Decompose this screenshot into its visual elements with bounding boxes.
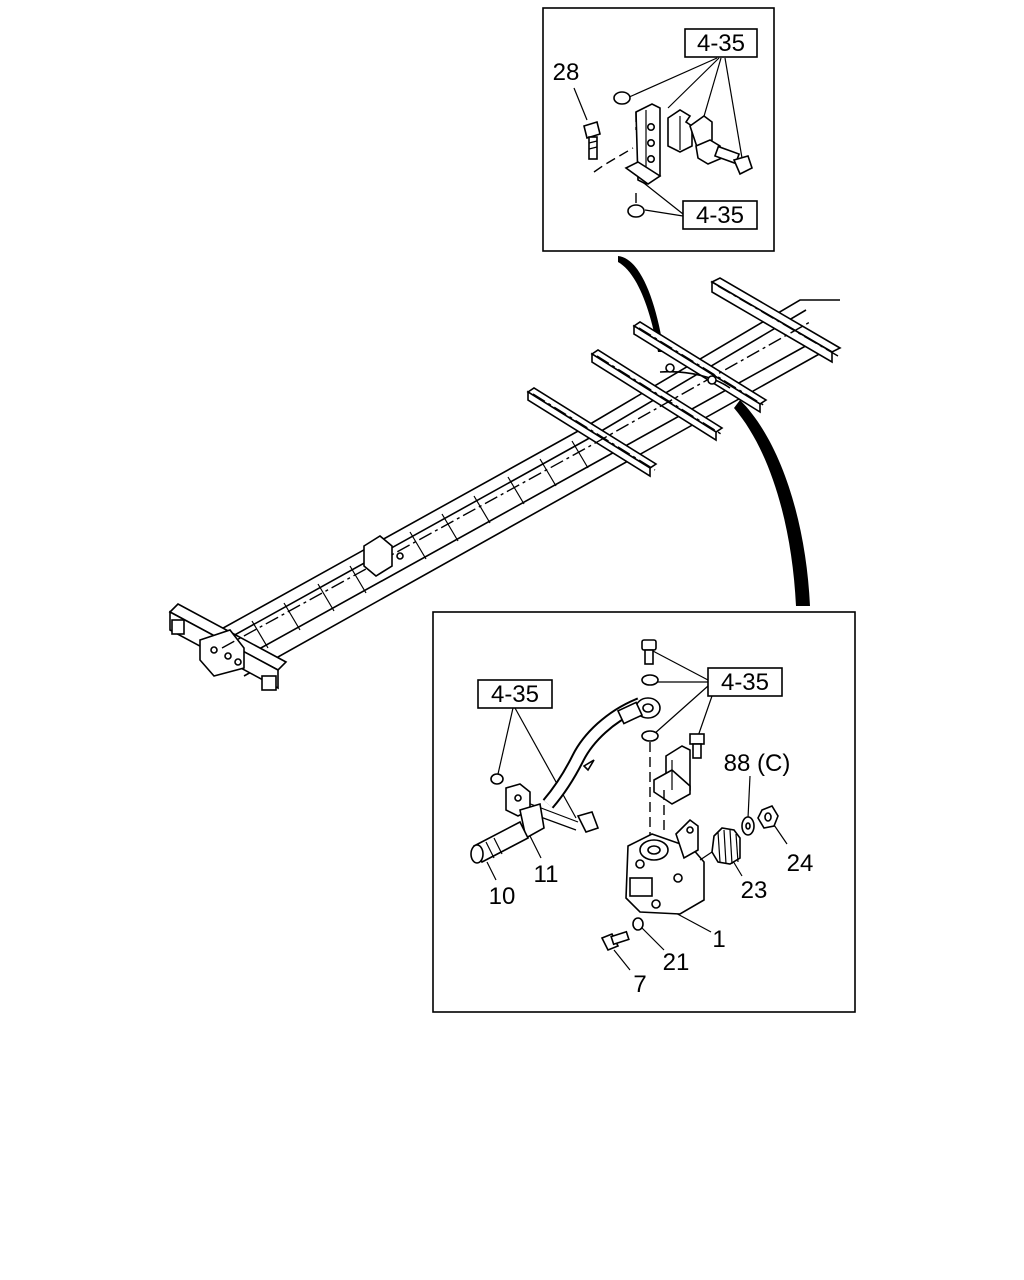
callout-23: 23 — [741, 877, 768, 904]
pump-body — [625, 818, 713, 915]
ref-box-top-lower[interactable]: 4-35 — [682, 200, 758, 230]
ref-label: 4-35 — [696, 202, 744, 229]
washer-21 — [632, 917, 644, 931]
ref-box-bottom-left[interactable]: 4-35 — [477, 679, 553, 709]
frame-rungs — [251, 440, 589, 649]
callout-21: 21 — [663, 949, 690, 976]
nut-bottom — [627, 204, 645, 218]
leader-28 — [573, 87, 588, 121]
ref-box-top-upper[interactable]: 4-35 — [684, 28, 758, 58]
chassis-frame — [168, 277, 842, 691]
bottom-detail-panel: 4-35 4-35 88 (C) 24 23 11 10 1 21 7 — [432, 611, 856, 1013]
clamp-bolt-right — [695, 139, 753, 176]
cross-beam-2 — [590, 349, 724, 442]
bolt-left — [576, 811, 600, 833]
top-detail-panel: 4-35 4-35 28 — [542, 7, 775, 252]
hose-assembly — [542, 697, 661, 809]
leaders-ref-lower — [639, 179, 684, 217]
washer-mid — [641, 730, 659, 742]
ref-label: 4-35 — [721, 669, 769, 696]
ref-box-bottom-right[interactable]: 4-35 — [707, 667, 783, 697]
ref-label: 4-35 — [697, 30, 745, 57]
pump-bracket — [653, 745, 691, 830]
nut-left — [490, 773, 504, 785]
bracket-bolt — [689, 733, 705, 759]
bolt-28 — [583, 120, 601, 160]
callout-7: 7 — [633, 971, 646, 998]
bolt-path — [593, 147, 634, 173]
top-bolt — [641, 639, 657, 665]
cross-beam-rear — [710, 277, 842, 364]
pipe-10 — [470, 820, 530, 864]
bracket-plate — [624, 103, 662, 185]
leaders-ref-upper — [626, 57, 743, 159]
nut-top — [613, 91, 631, 105]
callout-88c: 88 (C) — [724, 750, 791, 777]
callout-24: 24 — [787, 850, 814, 877]
cross-beam-3 — [632, 321, 768, 414]
connector-arrow-bottom — [734, 400, 810, 606]
front-crossmember — [168, 603, 288, 691]
callout-10: 10 — [489, 883, 516, 910]
washer-top — [641, 674, 659, 686]
callout-1: 1 — [712, 926, 725, 953]
gear-23 — [711, 827, 741, 865]
bolt-7 — [600, 930, 630, 952]
fitting-11 — [505, 783, 545, 840]
top-detail-frame — [542, 7, 775, 252]
callout-11: 11 — [534, 861, 559, 888]
bottom-detail-frame — [432, 611, 856, 1013]
cross-beam-1 — [526, 387, 658, 478]
ref-label: 4-35 — [491, 681, 539, 708]
frame-component — [363, 535, 404, 577]
callout-28: 28 — [553, 59, 580, 86]
